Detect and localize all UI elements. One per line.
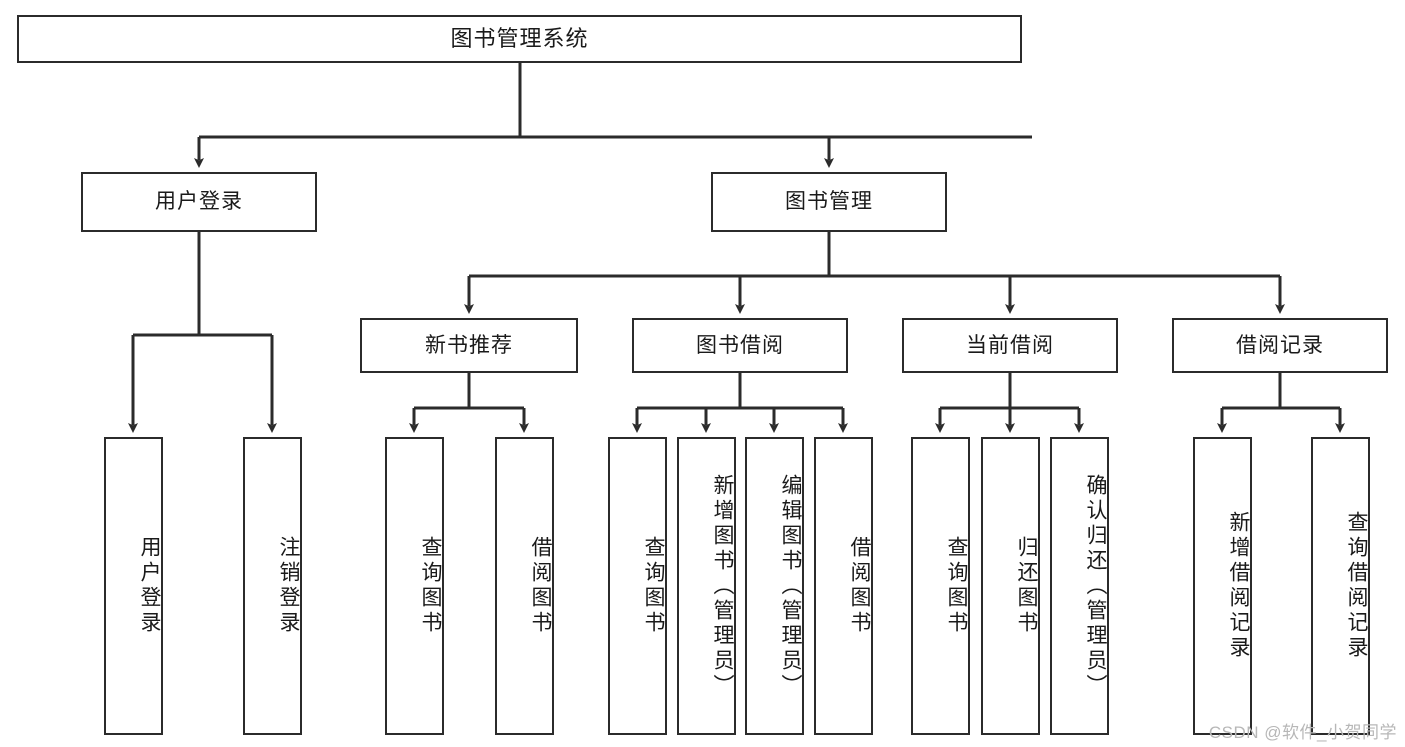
leaf-new-book-query[interactable]: 查询图书 bbox=[385, 437, 444, 735]
leaf-current-confirm-return-admin[interactable]: 确认归还（管理员） bbox=[1050, 437, 1109, 735]
leaf-new-book-borrow[interactable]: 借阅图书 bbox=[495, 437, 554, 735]
leaf-current-return-book[interactable]: 归还图书 bbox=[981, 437, 1040, 735]
node-borrow-record[interactable]: 借阅记录 bbox=[1172, 318, 1388, 373]
leaf-user-login-logout[interactable]: 注销登录 bbox=[243, 437, 302, 735]
leaf-current-query-book[interactable]: 查询图书 bbox=[911, 437, 970, 735]
leaf-record-query-record[interactable]: 查询借阅记录 bbox=[1311, 437, 1370, 735]
node-root-system[interactable]: 图书管理系统 bbox=[17, 15, 1022, 63]
node-book-management[interactable]: 图书管理 bbox=[711, 172, 947, 232]
node-book-borrow[interactable]: 图书借阅 bbox=[632, 318, 848, 373]
node-user-login[interactable]: 用户登录 bbox=[81, 172, 317, 232]
leaf-borrow-edit-book-admin[interactable]: 编辑图书（管理员） bbox=[745, 437, 804, 735]
leaf-record-add-record[interactable]: 新增借阅记录 bbox=[1193, 437, 1252, 735]
node-current-borrow[interactable]: 当前借阅 bbox=[902, 318, 1118, 373]
leaf-borrow-borrow-book[interactable]: 借阅图书 bbox=[814, 437, 873, 735]
csdn-watermark: CSDN @软件_小贺同学 bbox=[1208, 723, 1397, 742]
leaf-borrow-add-book-admin[interactable]: 新增图书（管理员） bbox=[677, 437, 736, 735]
node-new-book-recommend[interactable]: 新书推荐 bbox=[360, 318, 578, 373]
leaf-user-login-login[interactable]: 用户登录 bbox=[104, 437, 163, 735]
leaf-borrow-query-book[interactable]: 查询图书 bbox=[608, 437, 667, 735]
